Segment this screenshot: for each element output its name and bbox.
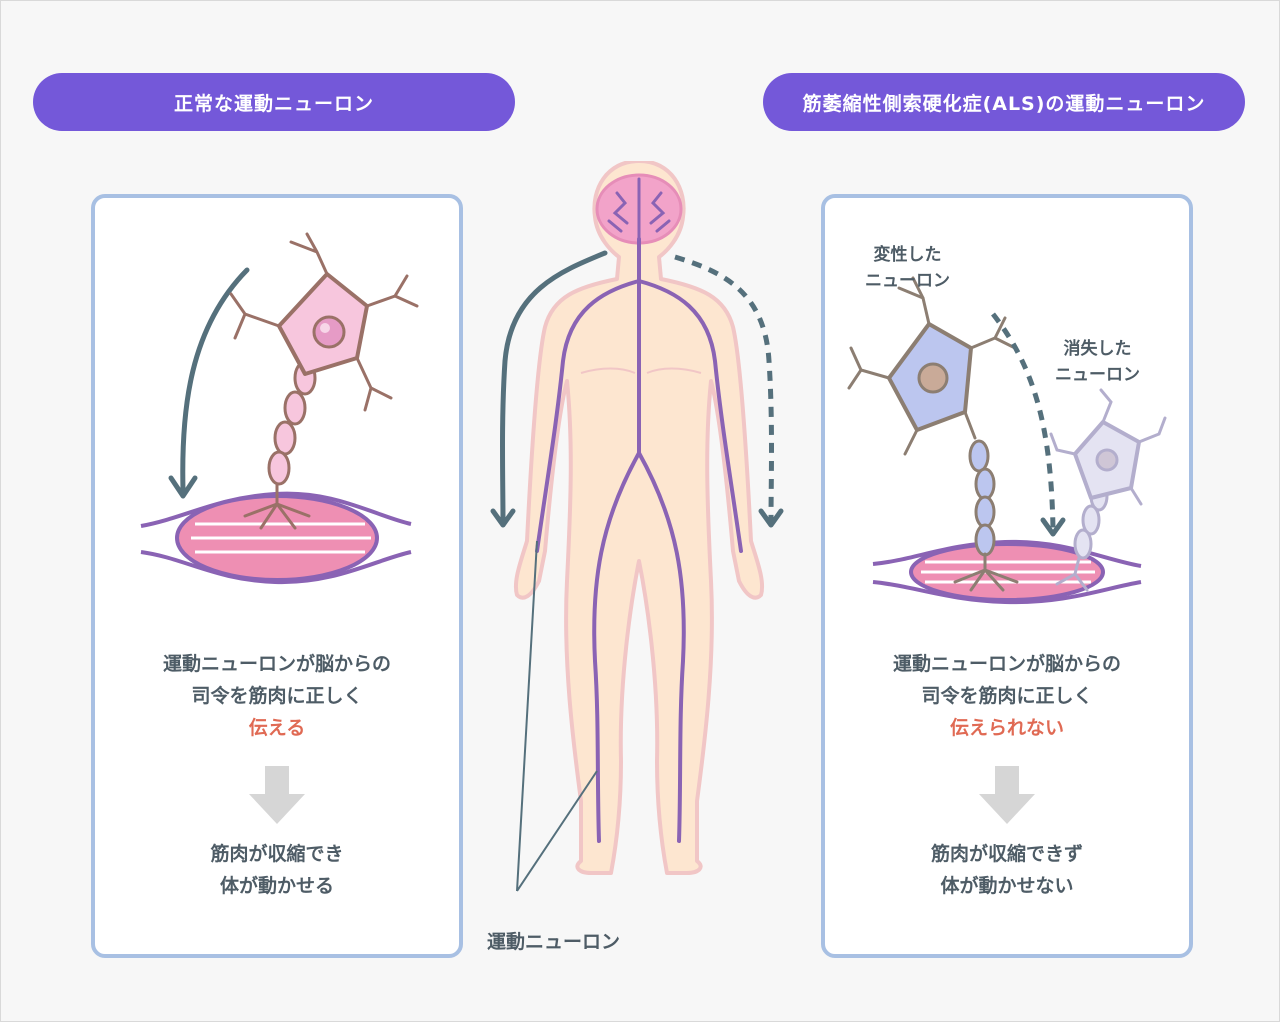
caption-highlight: 伝えられない: [825, 712, 1189, 744]
normal-caption: 運動ニューロンが脳からの 司令を筋肉に正しく 伝える: [95, 648, 459, 744]
panel-normal: 運動ニューロンが脳からの 司令を筋肉に正しく 伝える 筋肉が収縮でき 体が動かせ…: [91, 194, 463, 958]
caption-line: 運動ニューロンが脳からの: [95, 648, 459, 680]
blocked-signal-arrow-icon: [993, 314, 1053, 528]
result-line: 筋肉が収縮でき: [95, 838, 459, 870]
normal-result: 筋肉が収縮でき 体が動かせる: [95, 838, 459, 902]
label-line: 消失した: [1055, 336, 1140, 362]
label-line: ニューロン: [1055, 362, 1140, 388]
caption-line: 運動ニューロンが脳からの: [825, 648, 1189, 680]
label-line: ニューロン: [865, 268, 950, 294]
label-lost-neuron: 消失した ニューロン: [1055, 336, 1140, 388]
brain-icon: [597, 175, 681, 243]
header-als-neuron: 筋萎縮性側索硬化症(ALS)の運動ニューロン: [763, 73, 1245, 131]
down-arrow-icon: [977, 766, 1037, 826]
caption-line: 司令を筋肉に正しく: [95, 680, 459, 712]
result-line: 筋肉が収縮できず: [825, 838, 1189, 870]
caption-line: 司令を筋肉に正しく: [825, 680, 1189, 712]
body-figure-label: 運動ニューロン: [487, 929, 620, 955]
degenerated-neuron-icon: [849, 278, 1017, 590]
label-line: 変性した: [865, 242, 950, 268]
down-arrow-icon: [247, 766, 307, 826]
body-figure: [471, 161, 811, 921]
result-line: 体が動かせない: [825, 870, 1189, 902]
caption-highlight: 伝える: [95, 712, 459, 744]
panel-als: 変性した ニューロン 消失した ニューロン 運動ニューロンが脳からの 司令を筋肉…: [821, 194, 1193, 958]
axon-icon: [269, 362, 315, 484]
muscle-icon: [873, 542, 1141, 602]
header-normal-neuron: 正常な運動ニューロン: [33, 73, 515, 131]
neuron-cell-body-icon: [231, 234, 417, 410]
als-caption: 運動ニューロンが脳からの 司令を筋肉に正しく 伝えられない: [825, 648, 1189, 744]
label-degenerated-neuron: 変性した ニューロン: [865, 242, 950, 294]
als-result: 筋肉が収縮できず 体が動かせない: [825, 838, 1189, 902]
result-line: 体が動かせる: [95, 870, 459, 902]
